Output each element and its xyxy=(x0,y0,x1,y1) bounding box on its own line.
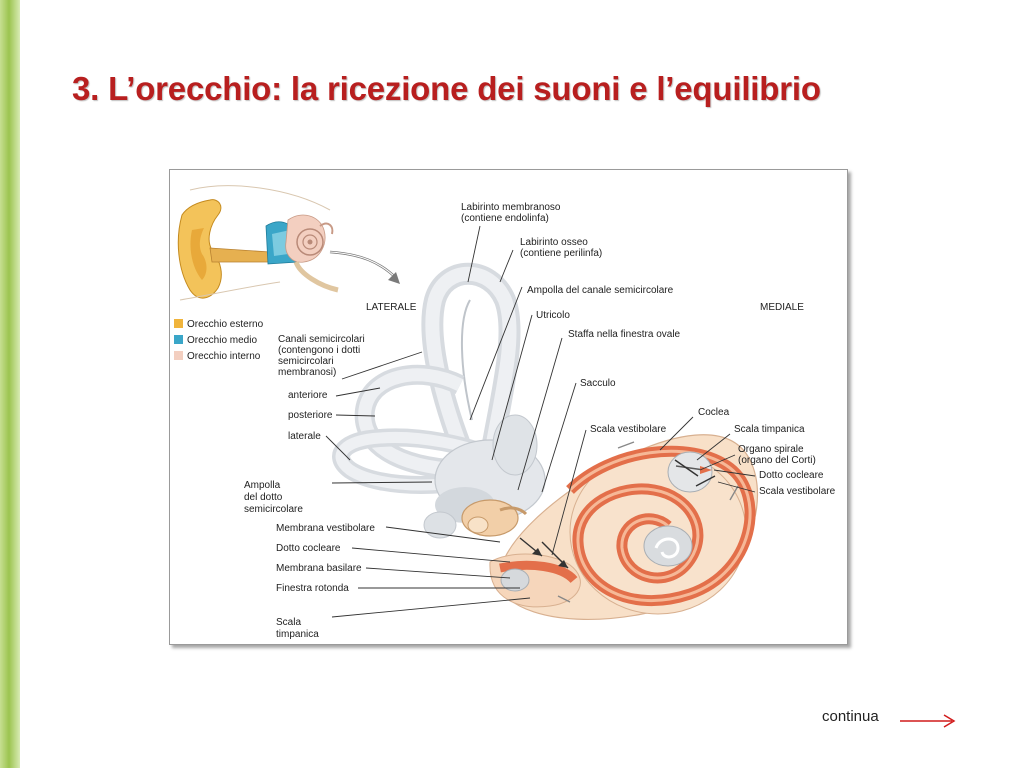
label-laterale: LATERALE xyxy=(366,302,417,313)
label-membrana-basilare: Membrana basilare xyxy=(276,563,362,574)
label-labirinto-membranoso-note: (contiene endolinfa) xyxy=(461,213,549,224)
continue-link[interactable]: continua xyxy=(822,708,879,725)
label-scala-timpanica-right: Scala timpanica xyxy=(734,424,805,435)
label-organo-spirale-note: (organo del Corti) xyxy=(738,455,816,466)
label-anteriore: anteriore xyxy=(288,390,328,401)
side-accent-bar xyxy=(0,0,20,768)
label-utricolo: Utricolo xyxy=(536,310,570,321)
legend-swatch-middle xyxy=(174,335,183,344)
ear-inset-illustration xyxy=(177,185,400,301)
label-laterale-canal: laterale xyxy=(288,431,321,442)
label-canali-note-2: semicircolari xyxy=(278,356,334,367)
label-sacculo: Sacculo xyxy=(580,378,616,389)
label-ampolla-dotto: Ampolla xyxy=(244,480,281,491)
label-staffa: Staffa nella finestra ovale xyxy=(568,329,681,340)
legend: Orecchio esterno Orecchio medio Orecchio… xyxy=(174,319,264,362)
semicircular-canals xyxy=(332,262,546,539)
label-scala-vestibolare-right: Scala vestibolare xyxy=(759,486,836,497)
label-posteriore: posteriore xyxy=(288,410,333,421)
label-scala-timpanica-left: Scala xyxy=(276,617,301,628)
label-canali-note-3: membranosi) xyxy=(278,367,336,378)
slide-title: 3. L’orecchio: la ricezione dei suoni e … xyxy=(72,70,821,107)
label-labirinto-osseo-note: (contiene perilinfa) xyxy=(520,248,602,259)
legend-label-outer: Orecchio esterno xyxy=(187,319,264,330)
label-scala-timpanica-left-2: timpanica xyxy=(276,629,319,640)
label-ampolla-dotto-2: del dotto xyxy=(244,492,283,503)
label-ampolla-canale: Ampolla del canale semicircolare xyxy=(527,285,674,296)
diagram-labels: LATERALE MEDIALE Labirinto membranoso (c… xyxy=(244,202,836,640)
legend-label-middle: Orecchio medio xyxy=(187,335,257,346)
cochlea xyxy=(489,434,758,620)
label-ampolla-dotto-3: semicircolare xyxy=(244,504,303,515)
label-labirinto-osseo: Labirinto osseo xyxy=(520,237,588,248)
label-coclea: Coclea xyxy=(698,407,730,418)
label-organo-spirale: Organo spirale xyxy=(738,444,804,455)
label-canali-note-1: (contengono i dotti xyxy=(278,345,360,356)
label-membrana-vestibolare: Membrana vestibolare xyxy=(276,523,375,534)
label-labirinto-membranoso: Labirinto membranoso xyxy=(461,202,561,213)
label-dotto-cocleare-right: Dotto cocleare xyxy=(759,470,824,481)
label-mediale: MEDIALE xyxy=(760,302,804,313)
legend-label-inner: Orecchio interno xyxy=(187,351,261,362)
label-scala-vestibolare-mid: Scala vestibolare xyxy=(590,424,667,435)
leader-lines xyxy=(325,225,756,618)
label-finestra-rotonda: Finestra rotonda xyxy=(276,583,349,594)
label-canali-semicircolari: Canali semicircolari xyxy=(278,334,365,345)
legend-swatch-outer xyxy=(174,319,183,328)
arrow-right-icon[interactable] xyxy=(898,712,958,730)
legend-swatch-inner xyxy=(174,351,183,360)
inner-ear-diagram: Orecchio esterno Orecchio medio Orecchio… xyxy=(169,169,848,645)
label-dotto-cocleare-left: Dotto cocleare xyxy=(276,543,341,554)
